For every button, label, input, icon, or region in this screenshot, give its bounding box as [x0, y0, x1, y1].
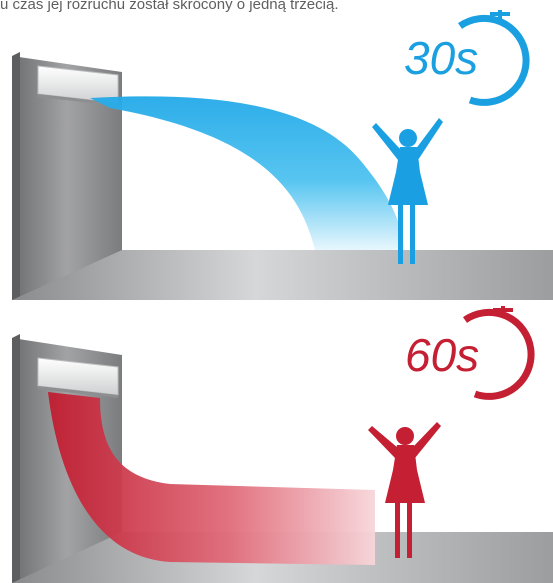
timer-label-fast: 30s — [404, 31, 478, 85]
scene-slow-cooling: 60s — [0, 300, 553, 583]
scene-fast-cooling: 30s — [0, 0, 553, 300]
airflow — [90, 96, 405, 250]
timer-label-slow: 60s — [405, 328, 479, 382]
